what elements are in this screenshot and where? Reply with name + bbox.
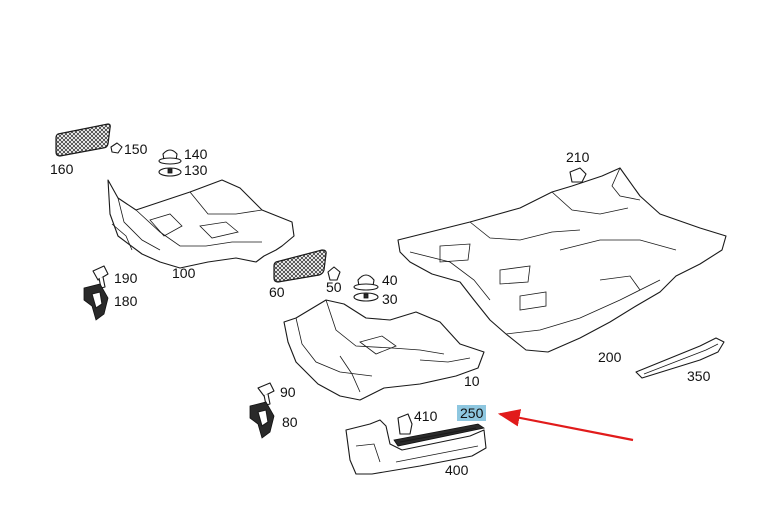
front-carpet-200 xyxy=(397,167,727,353)
rear-carpet-100 xyxy=(107,179,295,269)
clip-150 xyxy=(110,142,123,154)
callout-140: 140 xyxy=(184,146,208,162)
trim-strip-250 xyxy=(393,423,486,447)
callout-210: 210 xyxy=(566,149,590,165)
callout-150: 150 xyxy=(124,141,148,157)
callout-160: 160 xyxy=(50,161,74,177)
bracket-180 xyxy=(83,283,109,321)
callout-40: 40 xyxy=(382,272,398,288)
sill-panel-400 xyxy=(345,419,487,475)
callout-10: 10 xyxy=(464,373,480,389)
callout-130: 130 xyxy=(184,162,208,178)
callout-190: 190 xyxy=(114,270,138,286)
callout-50: 50 xyxy=(326,279,342,295)
callout-90: 90 xyxy=(280,384,296,400)
clip-90 xyxy=(257,382,275,406)
clip-50 xyxy=(327,266,341,281)
mesh-panel-160 xyxy=(55,123,111,157)
highlight-arrow xyxy=(497,409,634,442)
washer-30 xyxy=(353,292,379,302)
callout-410: 410 xyxy=(414,408,438,424)
callout-400: 400 xyxy=(445,462,469,478)
callout-100: 100 xyxy=(172,265,196,281)
callout-60: 60 xyxy=(269,284,285,300)
callout-200: 200 xyxy=(598,349,622,365)
fastener-40 xyxy=(353,274,379,291)
callout-350: 350 xyxy=(687,368,711,384)
mesh-panel-60 xyxy=(273,249,327,283)
washer-130 xyxy=(158,167,182,177)
bracket-80 xyxy=(249,401,275,439)
callout-180: 180 xyxy=(114,293,138,309)
clip-410 xyxy=(397,413,413,435)
clip-210 xyxy=(569,167,587,183)
callout-80: 80 xyxy=(282,414,298,430)
fastener-140 xyxy=(158,149,182,165)
callout-250-highlighted: 250 xyxy=(457,405,487,421)
strip-350 xyxy=(635,337,725,379)
front-carpet-10 xyxy=(283,299,485,401)
callout-30: 30 xyxy=(382,291,398,307)
